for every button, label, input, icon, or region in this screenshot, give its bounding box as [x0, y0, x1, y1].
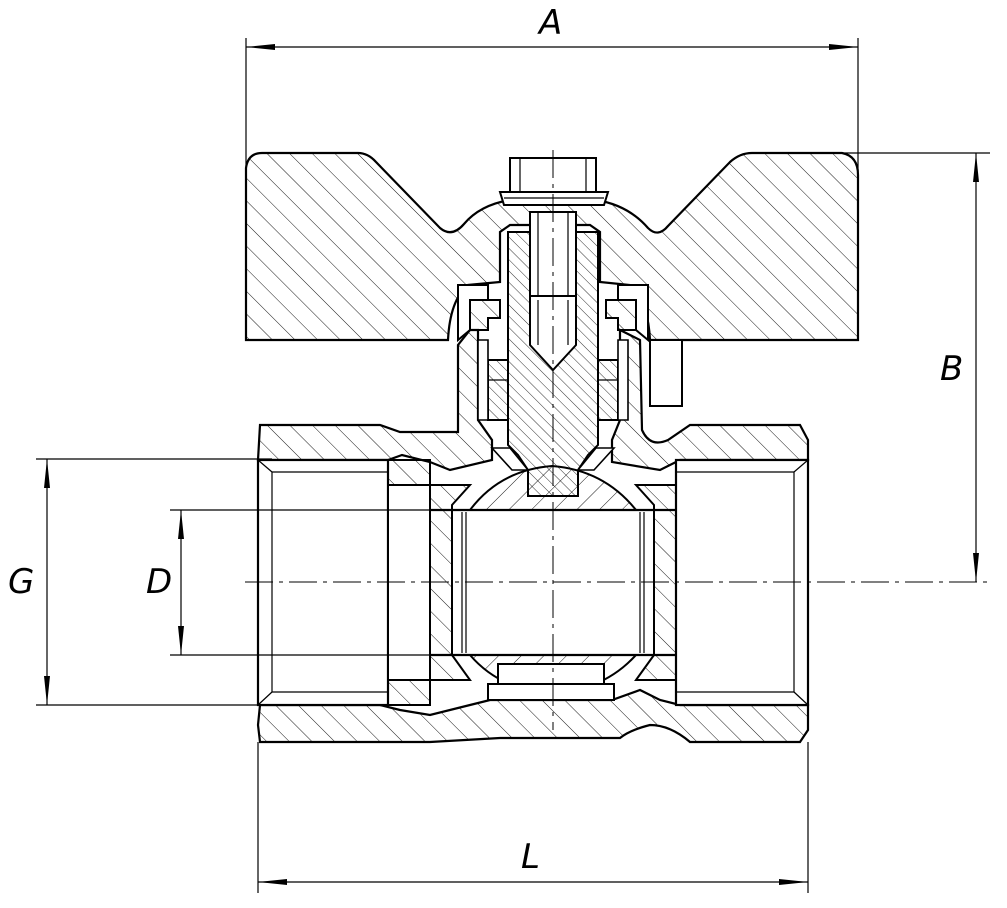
- dimension-label-d: D: [146, 562, 172, 602]
- dimension-label-a: A: [537, 3, 562, 43]
- dimension-a: [245, 38, 859, 175]
- dimension-b: [838, 152, 990, 582]
- dimension-label-b: B: [940, 349, 963, 389]
- dimension-label-l: L: [521, 837, 540, 877]
- dimension-l: [257, 742, 809, 893]
- dimension-d: [170, 509, 462, 656]
- seat-rings: [490, 447, 616, 471]
- dimension-g: [36, 458, 272, 706]
- stem-nut: [498, 157, 610, 206]
- packing-seals: [457, 284, 683, 421]
- dimension-label-g: G: [8, 562, 34, 602]
- centerlines: [245, 150, 990, 730]
